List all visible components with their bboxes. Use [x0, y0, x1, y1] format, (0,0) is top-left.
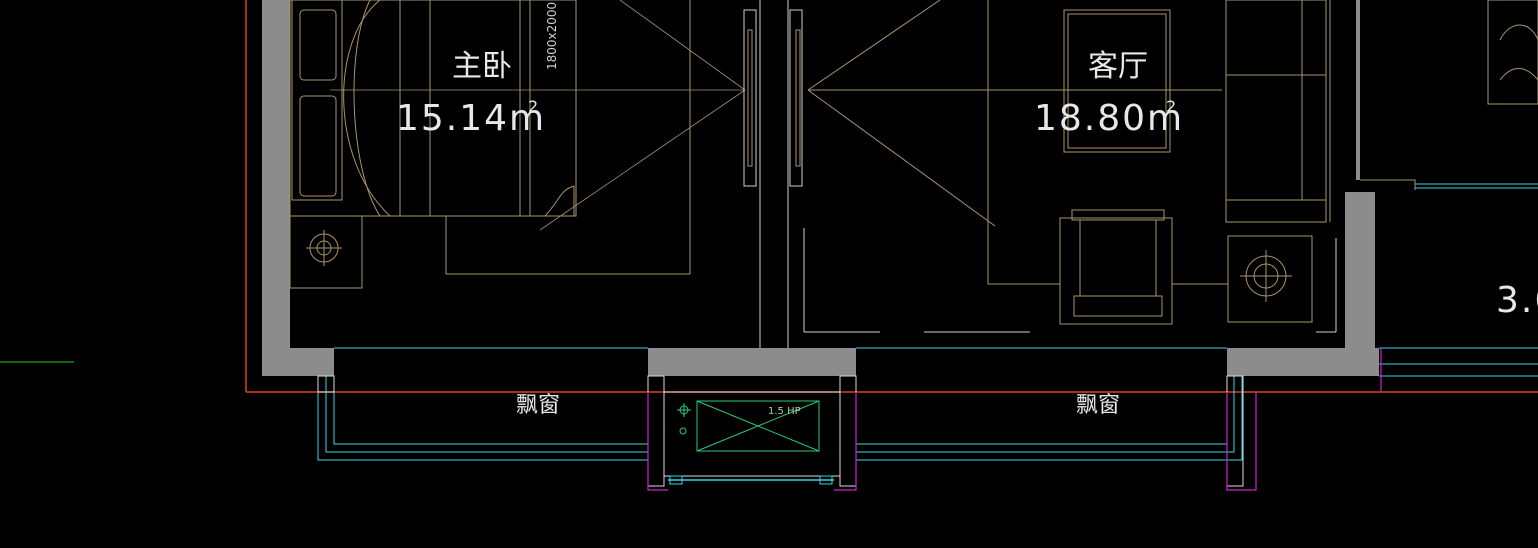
interior-lines [803, 228, 1337, 333]
living-room-area-exponent: 2 [1166, 97, 1176, 116]
magenta-markers [647, 348, 1382, 491]
air-conditioner-unit: 1.5 HP [663, 391, 841, 485]
living-room-furniture [807, 0, 1538, 325]
partial-room-area: 3.6 [1496, 280, 1538, 321]
ac-capacity-label: 1.5 HP [768, 406, 801, 417]
bay-window-right [856, 183, 1538, 461]
living-room-area: 18.80m [1034, 98, 1184, 139]
bay-window-right-label: 飘窗 [1076, 393, 1120, 418]
walls [262, 0, 1379, 376]
master-bedroom-area: 15.14m [396, 98, 546, 139]
bed-size-annotation: 1800x2000 [545, 2, 559, 70]
property-boundary [245, 0, 1538, 393]
master-bedroom-furniture [289, 0, 761, 348]
bay-window-left [317, 347, 648, 461]
sliding-doors [743, 0, 803, 348]
bay-window-left-label: 飘窗 [516, 393, 560, 418]
bedroom-diagonals [330, 0, 746, 231]
master-bedroom-area-exponent: 2 [528, 97, 538, 116]
living-room-name: 客厅 [1088, 49, 1148, 84]
master-bedroom-name: 主卧 [452, 49, 512, 84]
